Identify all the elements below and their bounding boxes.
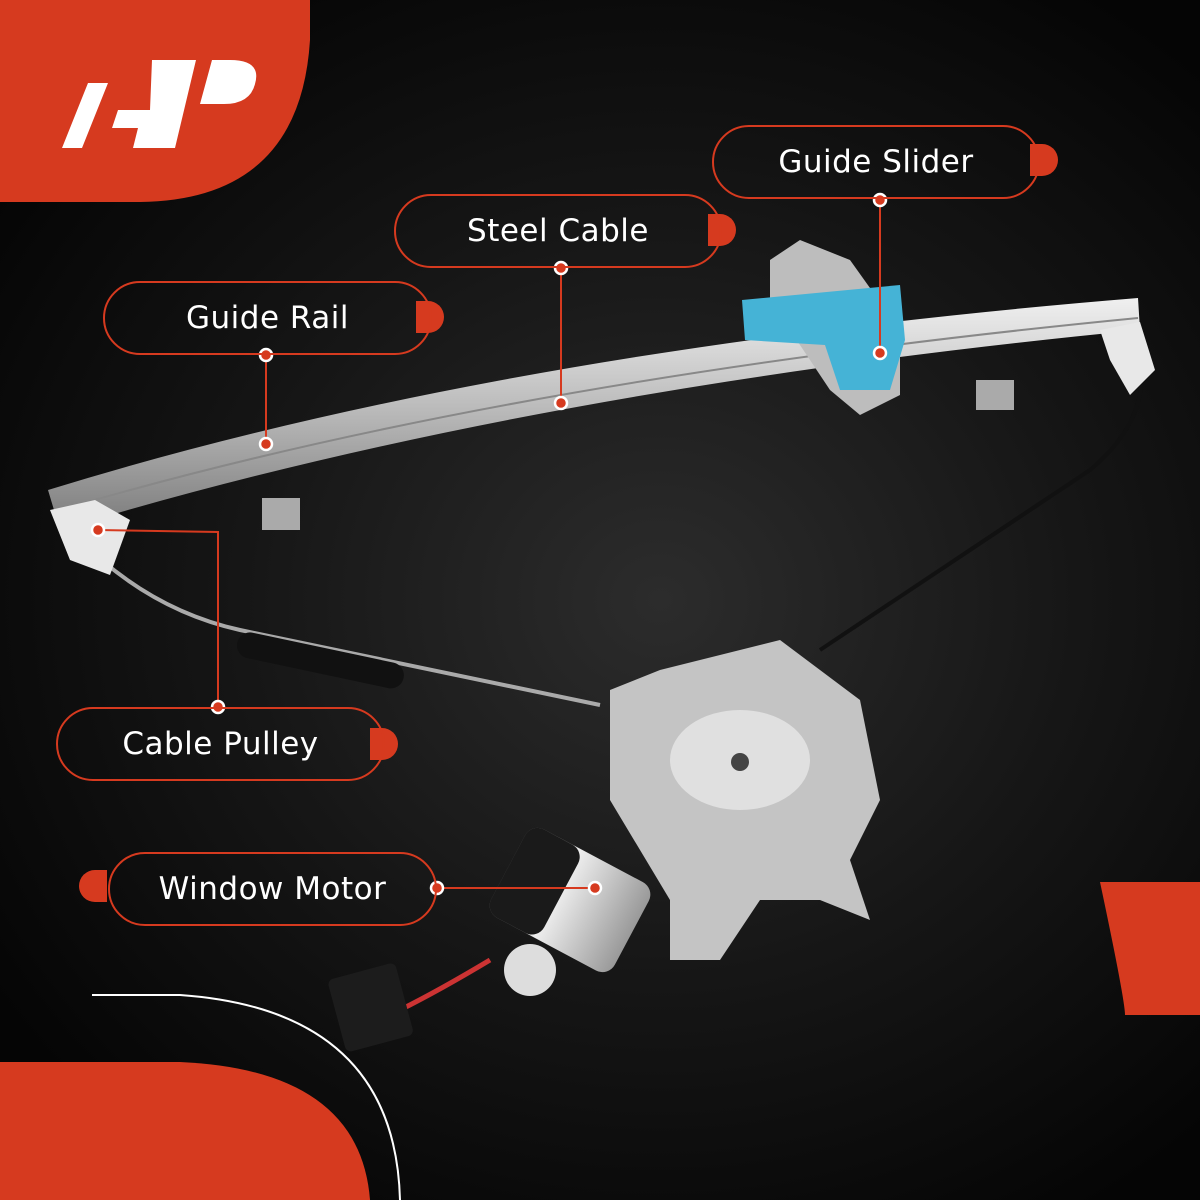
label-guide-slider: Guide Slider bbox=[712, 125, 1040, 199]
label-window-motor: Window Motor bbox=[108, 852, 437, 926]
corner-shape-right bbox=[1100, 882, 1200, 1015]
label-guide-rail: Guide Rail bbox=[103, 281, 432, 355]
label-cable-pulley: Cable Pulley bbox=[56, 707, 385, 781]
brand-logo bbox=[62, 60, 257, 148]
label-steel-cable: Steel Cable bbox=[394, 194, 722, 268]
corner-shape-bottom-left bbox=[0, 1062, 370, 1200]
